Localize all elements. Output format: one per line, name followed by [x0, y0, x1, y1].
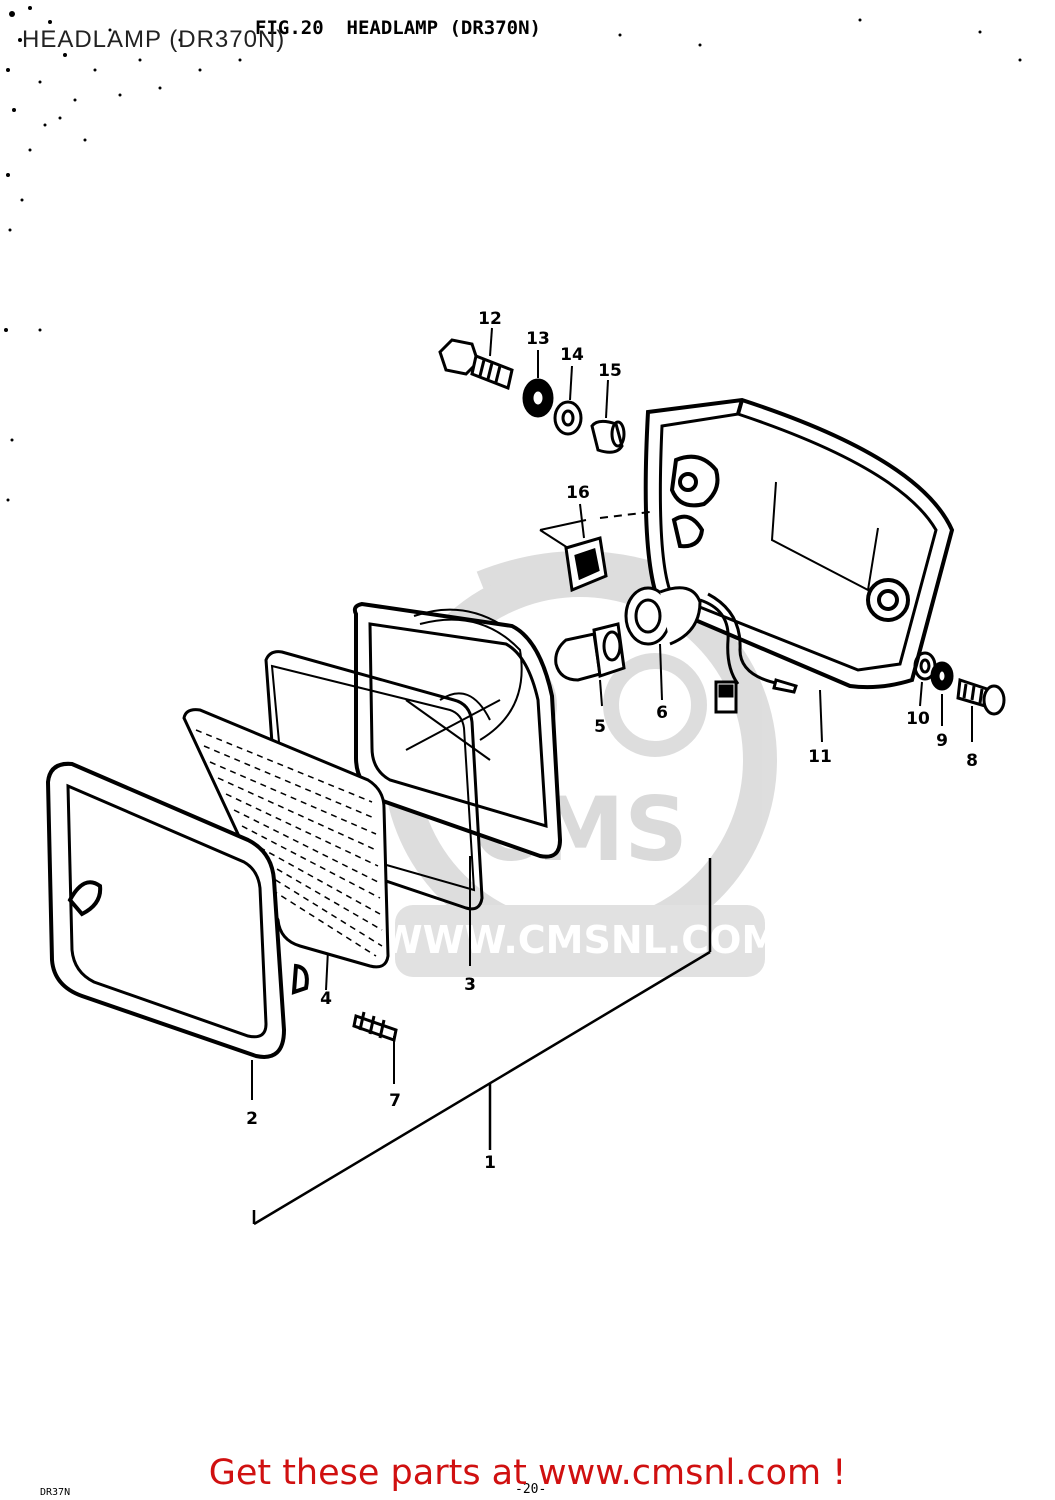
callout-4: 4 — [320, 989, 332, 1009]
part-12-bolt — [438, 327, 514, 391]
callout-12: 12 — [478, 309, 502, 329]
part-8-screw — [956, 677, 1006, 742]
part-5-bulb — [554, 622, 626, 707]
callout-1: 1 — [484, 1153, 496, 1173]
part-3-sealed-beam — [352, 601, 563, 966]
callout-6: 6 — [656, 703, 668, 723]
part-7-screw — [352, 1011, 398, 1084]
callout-15: 15 — [598, 361, 622, 381]
callout-16: 16 — [566, 483, 590, 503]
scan-noise — [4, 6, 1022, 502]
part-16-clip — [539, 503, 651, 593]
callout-14: 14 — [560, 345, 584, 365]
part-2-outer-rim — [45, 761, 309, 1100]
part-13-nut — [522, 350, 554, 418]
callout-7: 7 — [389, 1091, 401, 1111]
part-4-lens — [182, 708, 390, 969]
callout-13: 13 — [526, 329, 550, 349]
callout-10: 10 — [906, 709, 930, 729]
part-9-nut — [930, 661, 954, 726]
callout-3: 3 — [464, 975, 476, 995]
assembly-bracket — [252, 858, 712, 1226]
page-title: HEADLAMP (DR370N) — [22, 26, 286, 53]
callout-labels: 1 2 3 4 5 6 7 8 9 10 11 12 13 14 15 16 — [246, 309, 978, 1173]
plate-code: DR37N — [40, 1487, 71, 1498]
part-14-washer — [553, 365, 583, 436]
callout-5: 5 — [594, 717, 606, 737]
printed-figure-title: FIG.20 HEADLAMP (DR370N) — [255, 17, 541, 39]
part-15-spacer — [590, 379, 626, 454]
callout-8: 8 — [966, 751, 978, 771]
part-6-bulb-socket — [624, 586, 798, 714]
callout-9: 9 — [936, 731, 948, 751]
page-number: -20- — [515, 1482, 547, 1497]
callout-11: 11 — [808, 747, 832, 767]
callout-2: 2 — [246, 1109, 258, 1129]
watermark-url: WWW.CMSNL.COM — [381, 918, 780, 962]
shop-link[interactable]: Get these parts at www.cmsnl.com ! — [208, 1453, 847, 1493]
